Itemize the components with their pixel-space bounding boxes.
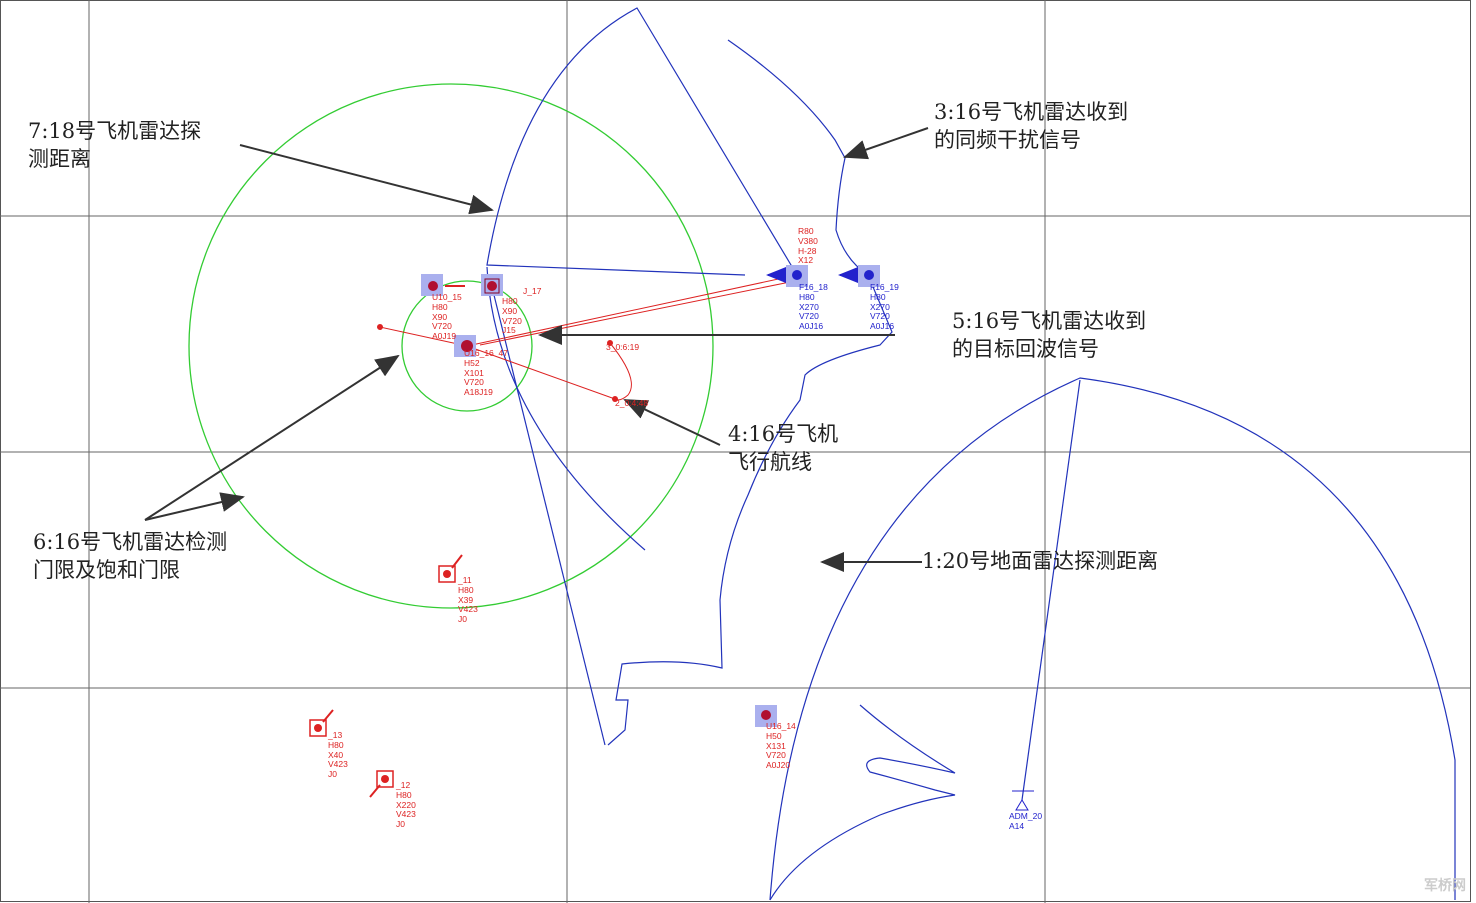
unit-label-f19[interactable]: F16_19 H80 X270 V720 A0J16 [870, 282, 899, 332]
flight-path-curve [609, 342, 632, 401]
annotation-7: 7:18号飞机雷达探 测距离 [28, 119, 202, 171]
unit-label-17-data: H80 X90 V720 J15 [502, 296, 522, 336]
annotation-6: 6:16号飞机雷达检测 门限及饱和门限 [33, 530, 228, 582]
annotation-arrows [144, 127, 929, 572]
waypoint-2[interactable]: 2_0:4:48 [615, 398, 649, 408]
flight-path-segment [466, 345, 616, 400]
unit-label-16[interactable]: U16_16 47 H52 X101 V720 A18J19 [464, 348, 508, 398]
annotation-5: 5:16号飞机雷达收到 的目标回波信号 [952, 309, 1147, 361]
unit-label-f18[interactable]: F16_18 H80 X270 V720 A0J16 [799, 282, 828, 332]
annotation-4: 4:16号飞机 飞行航线 [728, 422, 839, 474]
annotation-1: 1:20号地面雷达探测距离 [922, 549, 1159, 573]
echo-line [466, 274, 798, 347]
ground-radar-lobe [769, 704, 956, 901]
flight-path-segment [379, 326, 468, 347]
detection-threshold-circle [401, 280, 533, 412]
echo-line-2 [479, 281, 791, 346]
unit-label-15[interactable]: U10_15 H80 X90 V720 A0J19 [432, 292, 462, 342]
watermark: 军桥网 [1424, 877, 1466, 893]
radar-18-coverage-sector [486, 7, 798, 276]
interference-signal-curve [607, 39, 893, 746]
target-label-11[interactable]: _11 H80 X39 V423 J0 [458, 575, 478, 625]
target-readout: R80 V380 H-28 X12 [798, 226, 818, 266]
ground-radar-label[interactable]: ADM_20 A14 [1009, 811, 1043, 831]
ground-radar-20-range [769, 377, 1456, 901]
saturation-threshold-circle [188, 83, 714, 609]
unit-symbols [309, 265, 1034, 811]
annotation-3: 3:16号飞机雷达收到 的同频干扰信号 [934, 100, 1129, 152]
radar-17-line [491, 286, 606, 746]
unit-label-17[interactable]: J_17 [523, 286, 542, 296]
unit-label-14[interactable]: U16_14 H50 X131 V720 A0J20 [766, 721, 796, 771]
target-label-13[interactable]: _13 H80 X40 V423 J0 [328, 730, 348, 780]
radar-18-arc-lower [486, 266, 646, 551]
waypoint-3[interactable]: 3_0:6:19 [606, 342, 640, 352]
target-label-12[interactable]: _12 H80 X220 V423 J0 [396, 780, 416, 830]
ground-radar-beam [1021, 379, 1081, 801]
